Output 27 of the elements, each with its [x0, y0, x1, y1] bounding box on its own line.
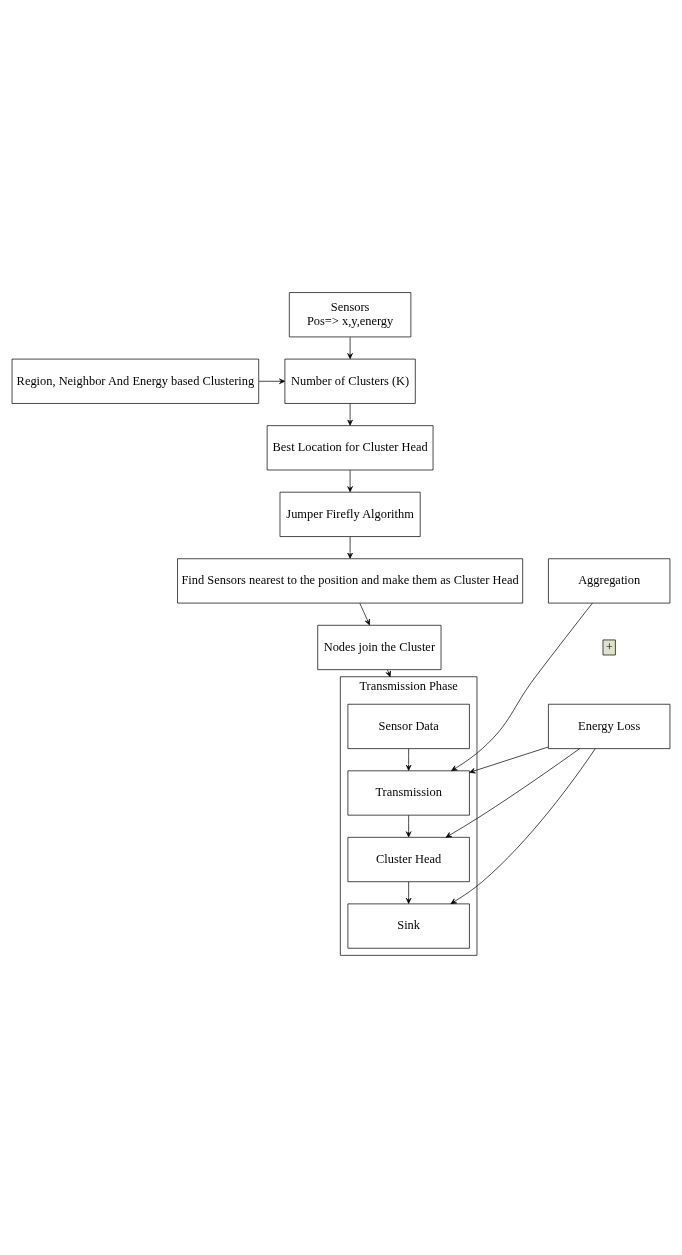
node-box: Sensor Data: [347, 703, 470, 749]
node-box: Sink: [347, 903, 470, 949]
arrow: [405, 815, 412, 838]
node-box: Region, Neighbor And Energy based Clustering: [11, 358, 260, 404]
arrow: [405, 748, 412, 771]
arrow: [385, 669, 391, 678]
node-box: Sensors Pos=> x,y,energy: [288, 292, 412, 338]
node-box: Aggregation: [548, 558, 671, 604]
arrow: [347, 336, 353, 360]
node-box: Jumper Firefly Algorithm: [279, 491, 421, 537]
arrow: [445, 748, 580, 838]
node-box: Find Sensors nearest to the position and make them as Cluster Head: [177, 558, 524, 604]
arrow: [359, 603, 370, 626]
arrow: [450, 748, 596, 905]
node-box: Best Location for Cluster Head: [266, 425, 434, 471]
node-box: Cluster Head: [347, 837, 470, 883]
arrow: [405, 881, 412, 904]
arrow: [469, 746, 549, 774]
node-box: Number of Clusters (K): [284, 358, 416, 404]
arrow: [347, 469, 353, 493]
node-box: +: [602, 639, 616, 656]
arrow: [347, 403, 353, 426]
node-box: Energy Loss: [548, 703, 671, 749]
node-box: Transmission: [347, 770, 470, 816]
arrow: [347, 536, 353, 559]
arrow: [451, 602, 593, 771]
arrow: [258, 378, 286, 385]
